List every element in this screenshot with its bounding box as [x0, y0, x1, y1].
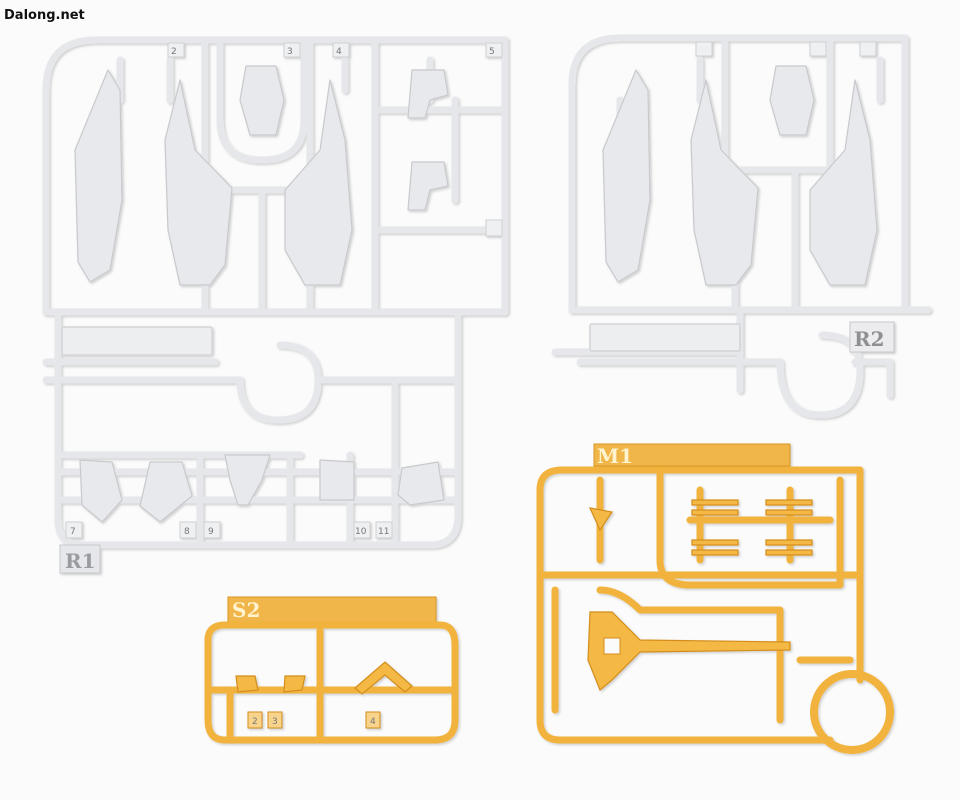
- gate-number-s2-4: 4: [370, 717, 376, 727]
- gate-number-r1-8: 8: [184, 527, 190, 537]
- sprue-label-s2: S2: [232, 598, 260, 622]
- gate-number-s2-2: 2: [252, 717, 258, 727]
- gate-number-r1-3: 3: [287, 47, 293, 57]
- sprue-s2: S2 2 3 4: [204, 596, 459, 744]
- sprue-m1: M1: [536, 443, 894, 754]
- sprue-label-r2: R2: [854, 327, 885, 351]
- sprue-r2: R2: [551, 34, 932, 419]
- gate-number-r1-10: 10: [355, 527, 367, 537]
- gate-number-r1-2: 2: [171, 47, 177, 57]
- sprue-r1: 2 3 4 5 7 8 9 10 11 R1: [42, 36, 509, 574]
- gate-number-r1-11: 11: [378, 527, 389, 537]
- gate-number-r1-5: 5: [489, 47, 495, 57]
- sprue-label-r1: R1: [65, 549, 96, 573]
- gate-number-s2-3: 3: [272, 717, 278, 727]
- sprue-label-m1: M1: [597, 444, 633, 468]
- site-watermark: Dalong.net: [4, 8, 85, 23]
- gate-number-r1-7: 7: [70, 527, 76, 537]
- gate-number-r1-4: 4: [336, 47, 342, 57]
- gate-number-r1-9: 9: [208, 527, 214, 537]
